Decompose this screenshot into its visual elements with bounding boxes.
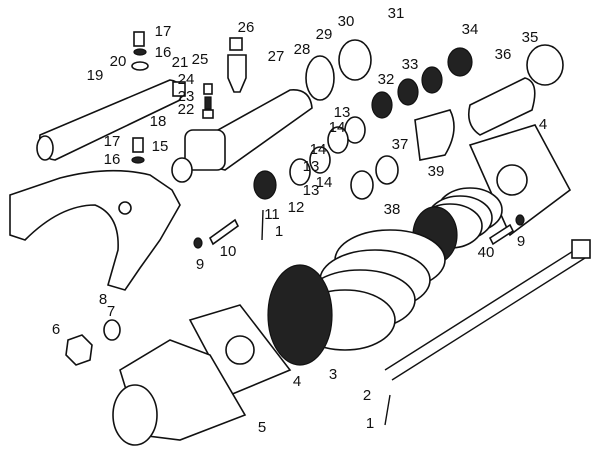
callout-labels: 17 16 20 19 21 25 24 23 22 18 26 27 28 2… xyxy=(52,5,547,436)
callout: 26 xyxy=(238,19,255,36)
callout: 1 xyxy=(275,223,283,240)
callout: 9 xyxy=(517,233,525,250)
callout: 14 xyxy=(310,141,327,158)
part-bracket-arm xyxy=(9,169,181,291)
callout: 14 xyxy=(316,174,333,191)
part-seal-32 xyxy=(371,91,393,119)
part-bolt-40 xyxy=(488,223,515,246)
part-washer-20 xyxy=(131,61,149,71)
callout: 27 xyxy=(268,48,285,65)
callout: 15 xyxy=(152,138,169,155)
part-cap-35 xyxy=(526,44,564,86)
part-bolt-17 xyxy=(133,31,145,47)
part-washer-16 xyxy=(133,48,147,56)
part-bearing-11 xyxy=(253,170,277,200)
part-bolt-26 xyxy=(229,37,243,51)
callout: 35 xyxy=(522,29,539,46)
part-washer-9 xyxy=(193,237,203,249)
callout: 6 xyxy=(52,321,60,338)
callout: 12 xyxy=(288,199,305,216)
part-ring-14 xyxy=(327,126,349,154)
part-washer-16b xyxy=(131,156,145,164)
part-bolt-head xyxy=(571,239,591,259)
part-bracket-hole xyxy=(118,201,132,215)
part-housing-15 xyxy=(184,129,226,171)
callout: 9 xyxy=(196,256,204,273)
part-nut-6 xyxy=(65,334,93,366)
callout: 25 xyxy=(192,51,209,68)
callout: 29 xyxy=(316,26,333,43)
part-cylinder-end xyxy=(36,135,54,161)
callout: 36 xyxy=(495,46,512,63)
callout: 40 xyxy=(478,244,495,261)
callout: 2 xyxy=(363,387,371,404)
callout: 11 xyxy=(264,206,280,223)
part-plug-24 xyxy=(203,83,213,95)
part-ring-29 xyxy=(338,39,372,81)
callout: 33 xyxy=(402,56,419,73)
part-plate-4b-hub xyxy=(225,335,255,365)
part-pin-1b xyxy=(261,209,264,241)
part-plate-hub xyxy=(496,164,528,196)
callout: 13 xyxy=(303,182,320,199)
callout: 7 xyxy=(107,303,115,320)
part-seal-33b xyxy=(421,66,443,94)
callout: 22 xyxy=(178,101,195,118)
callout: 17 xyxy=(104,133,121,150)
part-seal-34 xyxy=(447,47,473,77)
callout: 32 xyxy=(378,71,395,88)
part-washer-9b xyxy=(515,214,525,226)
part-fitting-27 xyxy=(227,54,247,93)
callout: 4 xyxy=(539,116,547,133)
part-ring-13b xyxy=(289,158,311,186)
callout: 20 xyxy=(110,53,127,70)
callout: 17 xyxy=(155,23,172,40)
callout: 13 xyxy=(334,104,351,121)
part-ring-28 xyxy=(305,55,335,101)
part-bolt-17b xyxy=(132,137,144,153)
part-washer-7 xyxy=(103,319,121,341)
callout: 1 xyxy=(366,415,374,432)
callout: 31 xyxy=(388,5,405,22)
callout: 5 xyxy=(258,419,266,436)
part-shaft-37 xyxy=(414,109,455,161)
part-shaft-end xyxy=(171,157,193,183)
part-sleeve-36 xyxy=(467,77,536,136)
callout: 24 xyxy=(178,71,195,88)
part-ball-22 xyxy=(202,109,214,119)
callout: 38 xyxy=(384,201,401,218)
callout: 3 xyxy=(329,366,337,383)
callout: 16 xyxy=(104,151,121,168)
callout: 18 xyxy=(150,113,167,130)
callout: 28 xyxy=(294,41,311,58)
part-bush-38b xyxy=(375,155,399,185)
callout: 30 xyxy=(338,13,355,30)
callout: 39 xyxy=(428,163,445,180)
callout: 23 xyxy=(178,88,195,105)
part-pin-1 xyxy=(384,394,391,426)
callout: 8 xyxy=(99,291,107,308)
callout: 34 xyxy=(462,21,479,38)
callout: 13 xyxy=(303,158,320,175)
callout: 14 xyxy=(329,119,346,136)
part-housing-bore xyxy=(112,384,158,446)
part-bush-38a xyxy=(350,170,374,200)
part-bolt-10 xyxy=(208,218,240,246)
callout: 16 xyxy=(155,44,172,61)
part-spring-3 xyxy=(267,229,446,366)
part-bolt-2 xyxy=(384,247,579,371)
part-spring-39 xyxy=(412,187,503,264)
callout: 19 xyxy=(87,67,104,84)
callout: 4 xyxy=(293,373,301,390)
callout: 10 xyxy=(220,243,237,260)
callout: 21 xyxy=(172,54,189,71)
part-bolt-21 xyxy=(172,81,186,97)
part-seal-33a xyxy=(397,78,419,106)
part-bolt-2-edge xyxy=(391,257,586,381)
part-ring-14b xyxy=(309,146,331,174)
callout: 37 xyxy=(392,136,409,153)
part-spring-23 xyxy=(204,96,212,110)
